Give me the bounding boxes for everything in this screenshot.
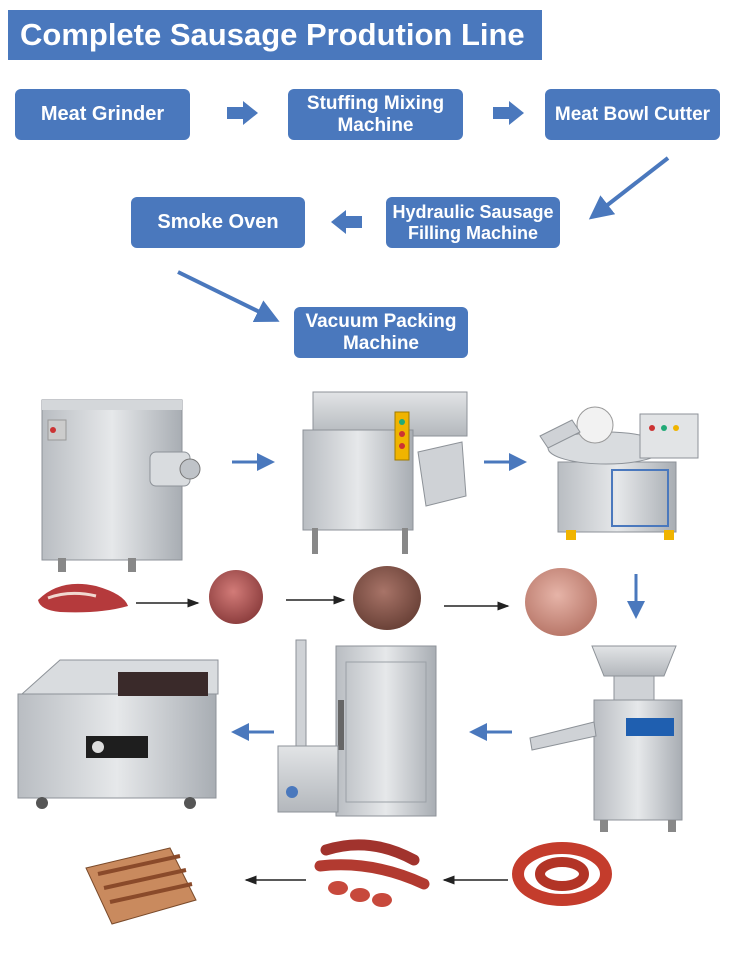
step-label: Stuffing Mixing Machine [306, 92, 445, 136]
stuffing-mixer-machine-icon [302, 391, 468, 554]
flow-arrow-diagonal-icon [177, 270, 280, 322]
sausage-coil-icon [512, 842, 612, 906]
smoked-sausages-icon [314, 839, 430, 907]
meat-paste-icon [525, 568, 597, 636]
step-label: Meat Grinder [40, 103, 165, 125]
step-stuffing-mixing-machine: Stuffing Mixing Machine [288, 89, 463, 140]
packed-sausages-icon [85, 847, 197, 925]
step-label: Hydraulic Sausage Filling Machine [392, 201, 554, 243]
vacuum-packing-machine-icon [17, 659, 219, 809]
flow-arrow-diagonal-icon [588, 156, 670, 220]
step-label: Meat Bowl Cutter [554, 103, 711, 125]
meat-mixture-icon [353, 566, 421, 630]
smoke-oven-machine-icon [277, 639, 437, 817]
step-label: Smoke Oven [157, 211, 279, 233]
flow-arrow-right-icon [227, 101, 258, 125]
meat-grinder-machine-icon [41, 399, 201, 572]
step-label: Vacuum Packing Machine [305, 310, 457, 354]
step-smoke-oven: Smoke Oven [131, 197, 305, 248]
step-meat-bowl-cutter: Meat Bowl Cutter [545, 89, 720, 140]
step-vacuum-packing-machine: Vacuum Packing Machine [294, 307, 468, 358]
minced-meat-icon [209, 570, 263, 624]
step-meat-grinder: Meat Grinder [15, 89, 190, 140]
raw-meat-icon [38, 583, 128, 613]
flow-arrow-right-icon [493, 101, 524, 125]
flow-arrow-left-icon [331, 210, 362, 234]
step-hydraulic-sausage-filling-machine: Hydraulic Sausage Filling Machine [386, 197, 560, 248]
bowl-cutter-machine-icon [539, 406, 699, 540]
hydraulic-filling-machine-icon [529, 645, 683, 832]
page-title: Complete Sausage Prodution Line [8, 10, 542, 60]
